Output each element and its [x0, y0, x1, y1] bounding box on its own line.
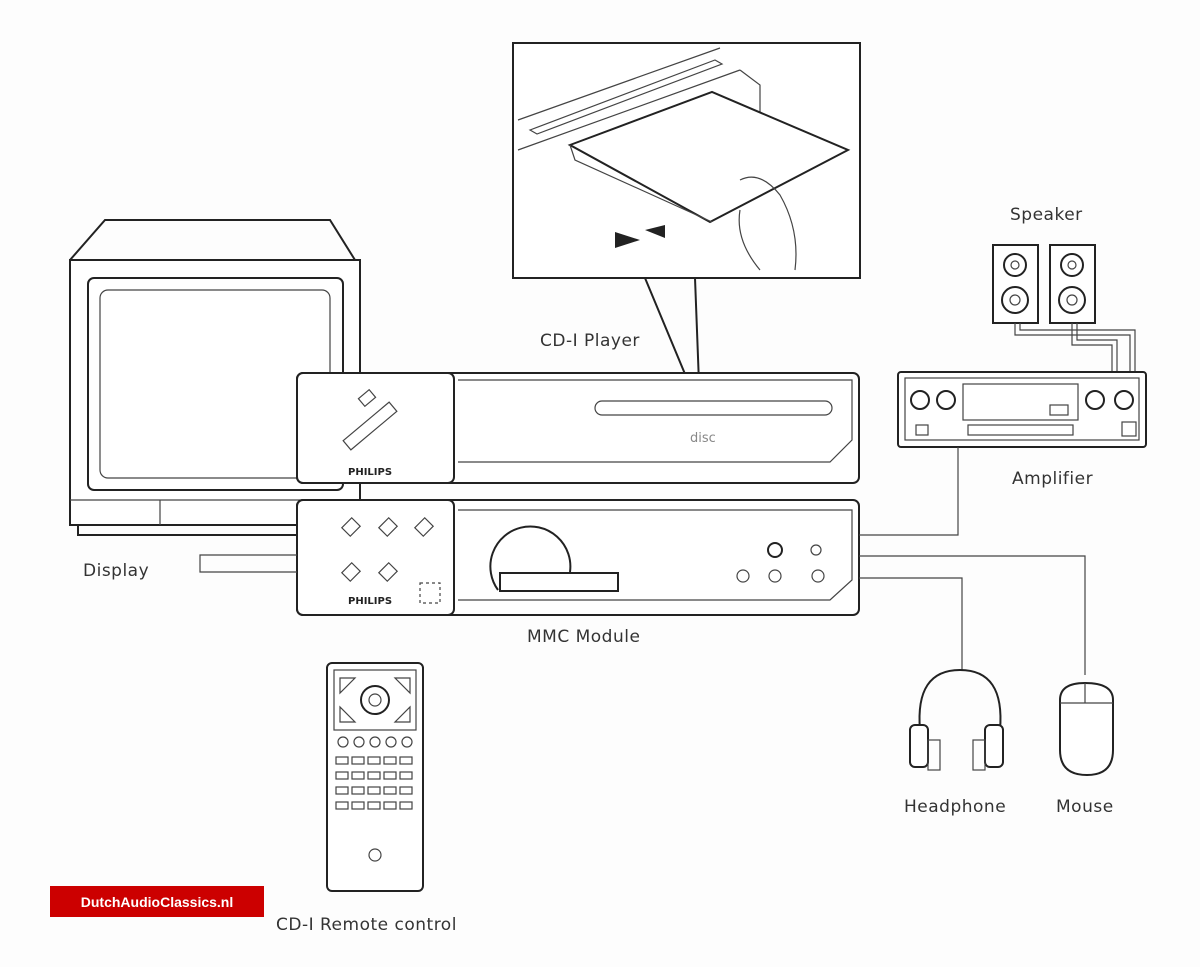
- remote-control: [326, 662, 424, 892]
- label-display: Display: [83, 561, 150, 581]
- label-headphone: Headphone: [904, 797, 1007, 817]
- amp-cable: [859, 447, 959, 536]
- mouse: [1059, 681, 1114, 777]
- svg-text:disc: disc: [690, 431, 716, 446]
- speakers: [992, 244, 1136, 372]
- headphone-cable: [859, 577, 963, 670]
- mmc-module[interactable]: [296, 499, 860, 616]
- label-remote: CD-I Remote control: [276, 915, 457, 935]
- label-mouse: Mouse: [1056, 797, 1114, 817]
- philips-logo-mmc: PHILIPS: [348, 596, 392, 607]
- display-cable: [199, 554, 297, 573]
- philips-logo-player: PHILIPS: [348, 467, 392, 478]
- watermark-link[interactable]: DutchAudioClassics.nl: [50, 886, 264, 917]
- amplifier: [897, 371, 1147, 448]
- label-cdi-player: CD-I Player: [540, 331, 640, 351]
- mouse-cable: [859, 555, 1086, 675]
- disc-tray-inset: [512, 42, 861, 279]
- label-mmc-module: MMC Module: [527, 627, 641, 647]
- label-speaker: Speaker: [1010, 205, 1083, 225]
- cdi-player[interactable]: disc: [296, 372, 860, 484]
- label-amplifier: Amplifier: [1012, 469, 1094, 489]
- headphone: [909, 668, 1004, 771]
